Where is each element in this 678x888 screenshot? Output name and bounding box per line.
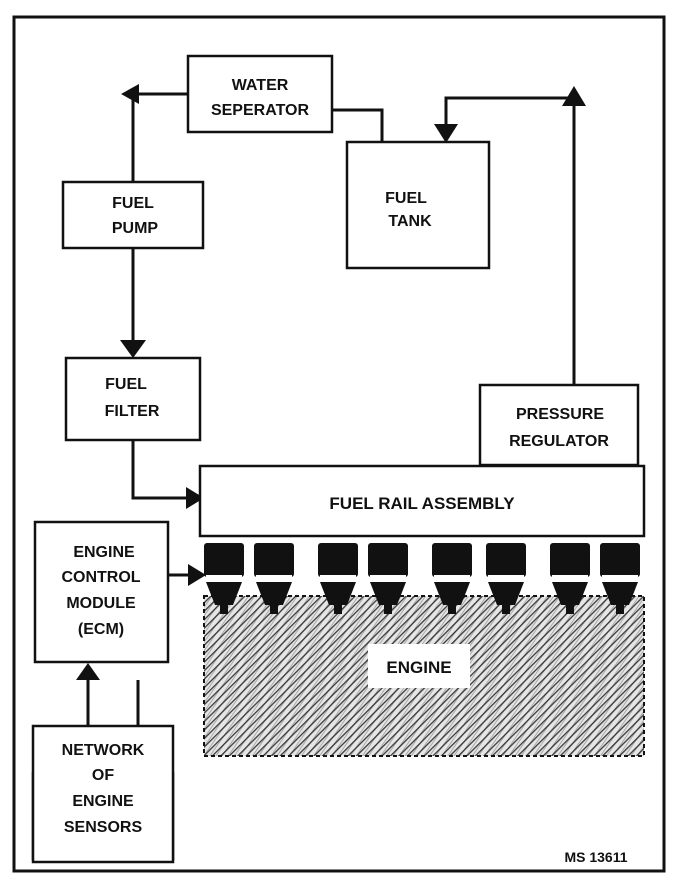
sensors-line-engine: ENGINE — [72, 793, 134, 810]
arrow-down-to-tank — [434, 124, 458, 143]
arrow-up-return — [562, 86, 586, 106]
fuel-rail-assembly-label: FUEL RAIL ASSEMBLY — [329, 494, 515, 513]
arrow-up-to-ecm — [76, 663, 100, 680]
water-separator-label-1: WATER — [232, 77, 289, 94]
arrow-down-to-filter — [120, 340, 146, 358]
fuel-flow-lines — [86, 92, 576, 755]
sensors-line-network: NETWORK — [62, 742, 145, 759]
engine-block: ENGINE — [203, 595, 645, 757]
arrow-ecm-to-injectors — [188, 564, 206, 586]
fuel-pump-label-2: PUMP — [112, 220, 159, 237]
fuel-filter-box: FUEL FILTER — [64, 356, 202, 442]
fuel-pump-label-1: FUEL — [112, 195, 154, 212]
diagram-frame — [12, 15, 666, 873]
injector — [486, 543, 526, 614]
ecm-label-3: MODULE — [66, 595, 136, 612]
fuel-injectors — [204, 543, 640, 614]
ecm-box: ENGINE CONTROL MODULE (ECM) — [33, 520, 170, 664]
engine-label: ENGINE — [386, 658, 451, 677]
network-of-engine-sensors-box: NETWORK OF ENGINE SENSORS — [31, 724, 175, 864]
injector — [600, 543, 640, 614]
pressure-regulator-label-2: REGULATOR — [509, 433, 609, 450]
fuel-rail-assembly-box: FUEL RAIL ASSEMBLY — [198, 464, 646, 538]
fuel-tank-label-2: TANK — [388, 213, 432, 230]
figure-id: MS 13611 — [564, 849, 627, 865]
injector — [432, 543, 472, 614]
injector — [204, 543, 244, 614]
ecm-label-1: ENGINE — [73, 544, 135, 561]
injector — [368, 543, 408, 614]
sensors-line-sensors: SENSORS — [64, 819, 143, 836]
water-separator-box: WATER SEPERATOR — [186, 54, 334, 134]
fuel-tank-label-1: FUEL — [385, 190, 427, 207]
sensors-line-of: OF — [92, 767, 114, 784]
pressure-regulator-box: PRESSURE REGULATOR — [478, 383, 640, 467]
ecm-label-4: (ECM) — [78, 621, 124, 638]
fuel-tank-box: FUEL TANK — [345, 140, 491, 270]
arrow-into-rail — [186, 487, 204, 509]
injector — [318, 543, 358, 614]
fuel-filter-label-2: FILTER — [105, 403, 160, 420]
pressure-regulator-label-1: PRESSURE — [516, 406, 604, 423]
fuel-filter-label-1: FUEL — [105, 376, 147, 393]
ecm-label-2: CONTROL — [61, 569, 140, 586]
injector — [254, 543, 294, 614]
arrow-left — [121, 84, 139, 104]
water-separator-label-2: SEPERATOR — [211, 102, 310, 119]
fuel-pump-box: FUEL PUMP — [61, 180, 205, 250]
injector — [550, 543, 590, 614]
